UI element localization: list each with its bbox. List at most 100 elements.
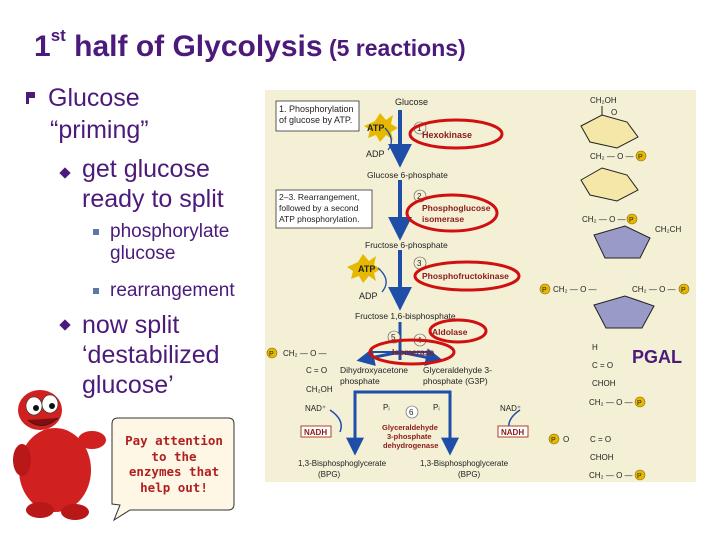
- atp-label: ATP: [367, 123, 384, 133]
- phosphate-icon: [634, 469, 646, 481]
- phosphate-icon: [635, 150, 647, 162]
- svg-text:CH₂OH: CH₂OH: [590, 96, 617, 105]
- svg-text:P: P: [637, 473, 642, 480]
- pi-right: Pᵢ: [433, 403, 440, 412]
- svg-text:P: P: [542, 287, 547, 294]
- enzyme-phosphoglucose-isomerase: Phosphoglucose isomerase: [422, 203, 493, 224]
- svg-text:2: 2: [417, 192, 422, 201]
- enzyme-gapdh: Glyceraldehyde 3-phosphate dehydrogenase: [382, 423, 440, 450]
- nad-left: NAD⁺: [305, 404, 326, 413]
- svg-text:CH₂OH: CH₂OH: [306, 385, 333, 394]
- svg-text:3: 3: [417, 259, 422, 268]
- svg-text:O: O: [563, 435, 569, 444]
- nadh-right: NADH: [501, 428, 524, 437]
- svg-text:C = O: C = O: [590, 435, 611, 444]
- adp-label: ADP: [366, 149, 385, 159]
- f6p-ring: [593, 225, 651, 259]
- metabolite-bpg-left: 1,3-Bisphosphoglycerate (BPG): [298, 459, 388, 479]
- highlight-aldolase: [428, 318, 488, 344]
- svg-text:CH₂ — O —: CH₂ — O —: [283, 349, 327, 358]
- metabolite-glucose: Glucose: [395, 97, 428, 107]
- arrow-atp-adp: [384, 127, 392, 151]
- svg-text:O: O: [611, 108, 617, 117]
- phosphate-icon: [678, 283, 690, 295]
- svg-text:P: P: [638, 154, 643, 161]
- nadh-left: NADH: [304, 428, 327, 437]
- arrow-step6-top: [353, 390, 452, 410]
- speech-bubble: [111, 417, 235, 522]
- sub-sub-bullet-rearrangement: rearrangement: [110, 280, 235, 301]
- svg-text:C = O: C = O: [306, 366, 327, 375]
- svg-text:CH₂ — O —: CH₂ — O —: [582, 215, 626, 224]
- svg-text:CHOH: CHOH: [590, 453, 614, 462]
- step1-label: 1. Phosphorylation of glucose by ATP.: [279, 104, 356, 125]
- metabolite-g6p: Glucose 6-phosphate: [367, 170, 448, 180]
- highlight-pfk: [413, 260, 521, 292]
- pgal-label: PGAL: [632, 347, 683, 367]
- pi-left: Pᵢ: [383, 403, 390, 412]
- highlight-hexokinase: [408, 118, 504, 150]
- svg-text:CH₂CH: CH₂CH: [655, 225, 681, 234]
- glucose-ring: [580, 114, 639, 149]
- mascot-icon: [13, 390, 106, 520]
- svg-text:1: 1: [417, 124, 422, 133]
- step23-box: [275, 189, 373, 229]
- atp-label: ATP: [358, 264, 375, 274]
- svg-text:P: P: [681, 287, 686, 294]
- svg-text:5: 5: [391, 333, 396, 342]
- svg-text:P: P: [629, 217, 634, 224]
- enzyme-aldolase: Aldolase: [432, 327, 468, 337]
- enzyme-phosphofructokinase: Phosphofructokinase: [422, 271, 509, 281]
- metabolite-g3p: Glyceraldehyde 3- phosphate (G3P): [423, 365, 494, 386]
- speech-bubble-text: Pay attention to the enzymes that help o…: [125, 433, 223, 495]
- svg-text:P: P: [269, 351, 274, 358]
- metabolite-dhap: Dihydroxyacetone phosphate: [340, 365, 410, 386]
- svg-text:CH₂ — O —: CH₂ — O —: [589, 398, 633, 407]
- bullet-marker: [26, 92, 39, 104]
- sub-bullet-ready: get glucose ready to split: [82, 155, 224, 213]
- nadh-box-right: [497, 425, 529, 438]
- nadh-box-left: [300, 425, 332, 438]
- sub-sub-bullet-phosphorylate: phosphorylate glucose: [110, 221, 230, 264]
- adp-label: ADP: [359, 291, 378, 301]
- f16bp-ring: [593, 295, 655, 329]
- arrow-step4-left: [356, 348, 401, 367]
- phosphate-icon: [266, 347, 278, 359]
- square-bullet: [93, 229, 99, 235]
- bullet-text: “priming”: [50, 116, 149, 144]
- svg-text:P: P: [551, 437, 556, 444]
- enzyme-isomerase: Isomerase: [392, 347, 434, 357]
- svg-text:CH₂ — O —: CH₂ — O —: [590, 152, 634, 161]
- bullet-text: Glucose: [48, 84, 140, 112]
- phosphate-icon: [634, 396, 646, 408]
- square-bullet: [93, 288, 99, 294]
- metabolite-f6p: Fructose 6-phosphate: [365, 240, 448, 250]
- metabolite-bpg-right: 1,3-Bisphosphoglycerate (BPG): [420, 459, 510, 479]
- step1-box: [275, 100, 360, 132]
- arrow-nad-left: [329, 409, 342, 433]
- phosphate-icon: [626, 213, 638, 225]
- arrow-step4-right: [399, 348, 444, 367]
- atp-burst-2: [347, 254, 381, 283]
- sub-bullet-split: now split ‘destabilized glucose’: [82, 311, 220, 399]
- step-number-6: [405, 405, 419, 419]
- svg-text:6: 6: [409, 408, 414, 417]
- arrow-atp-adp-2: [377, 267, 387, 293]
- phosphate-icon: [548, 433, 560, 445]
- slide-title: 1st half of Glycolysis (5 reactions): [34, 26, 466, 63]
- svg-text:CH₂ — O —: CH₂ — O —: [553, 285, 597, 294]
- svg-text:CHOH: CHOH: [592, 379, 616, 388]
- nad-right: NAD⁺: [500, 404, 521, 413]
- highlight-isomerase-2: [368, 338, 456, 366]
- metabolite-f16bp: Fructose 1,6-bisphosphate: [355, 311, 456, 321]
- svg-text:CH₂ — O —: CH₂ — O —: [632, 285, 676, 294]
- svg-text:P: P: [637, 400, 642, 407]
- highlight-isomerase: [405, 193, 499, 233]
- svg-text:H: H: [592, 343, 598, 352]
- svg-text:CH₂ — O —: CH₂ — O —: [589, 471, 633, 480]
- phosphate-icon: [539, 283, 551, 295]
- enzyme-hexokinase: Hexokinase: [422, 130, 472, 140]
- g6p-ring: [580, 167, 639, 202]
- svg-text:C = O: C = O: [592, 361, 613, 370]
